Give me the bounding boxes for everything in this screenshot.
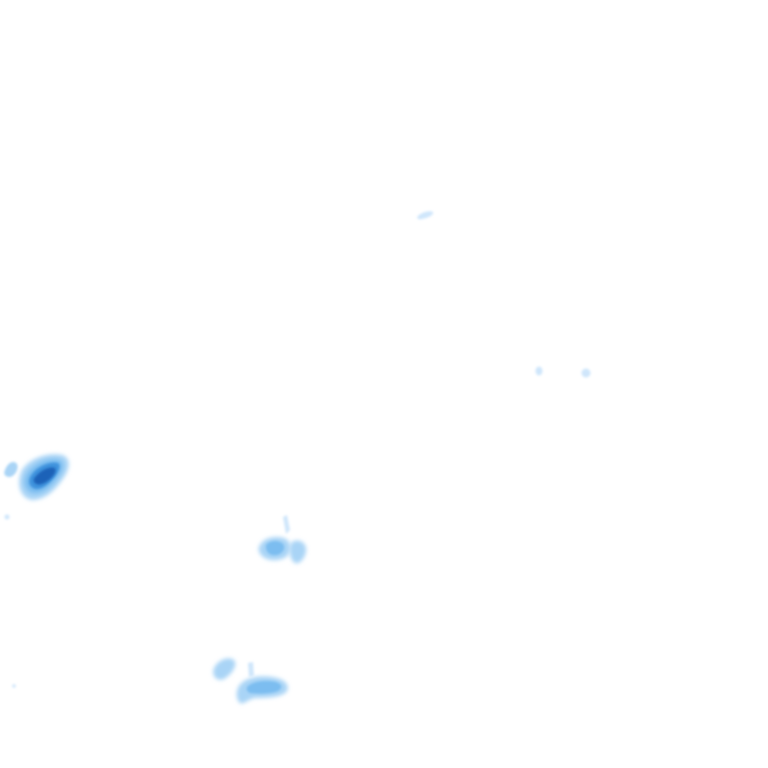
radar-echo-central — [258, 515, 307, 564]
radar-echo-south — [12, 658, 288, 704]
radar-echo-west-fragment — [4, 462, 18, 520]
radar-echo-north-streak — [417, 211, 434, 220]
radar-echo-east-specks — [535, 366, 591, 378]
radar-echo-west-large — [19, 454, 69, 500]
